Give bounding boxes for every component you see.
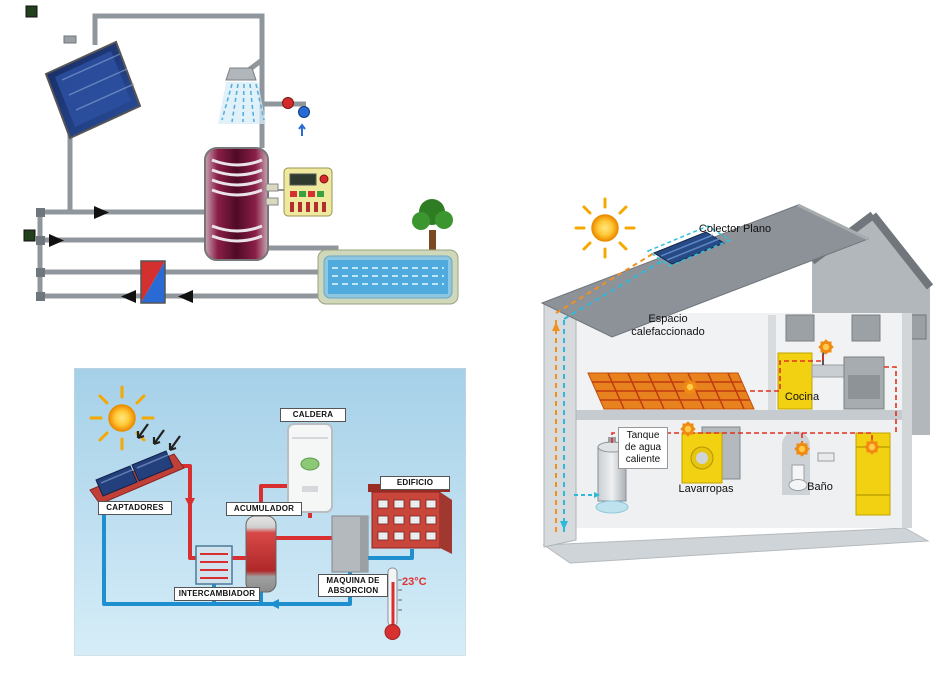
hot-water-dashed-lines [611,353,897,445]
accumulator-tank [245,515,277,593]
toilet-bowl [788,479,808,491]
valve-square-left [23,229,36,242]
collector-supply-dashed-lines [555,252,663,496]
thermometer [384,567,402,640]
solar-water-heating-graphic [23,5,459,305]
heat-point-icons [680,339,880,457]
ground-slab [542,527,930,564]
sink-counter [811,364,845,378]
label-bano: Baño [807,481,833,493]
label-espacio-line2: calefaccionado [631,326,705,339]
label-tanque-line3: caliente [625,454,661,465]
radiant-floor [587,372,755,410]
storage-tank [204,147,279,261]
label-colector-plano: Colector Plano [698,223,772,235]
label-temperature: 23°C [402,576,427,588]
label-maquina-line2: ABSORCION [327,585,379,595]
diagram-solar-water-heating [0,0,470,330]
pump-arrows [49,206,193,303]
refrigerator [777,352,813,410]
lower-coil [211,224,263,243]
bathroom-sink [817,452,835,462]
heat-exchanger [140,260,166,304]
sunlight-arrows [136,423,181,452]
swimming-pool [317,249,459,305]
water-basin [595,500,629,514]
label-acumulador: ACUMULADOR [226,502,302,516]
hot-flow-arrow [185,498,195,508]
label-lavarropas: Lavarropas [678,483,734,495]
label-cocina: Cocina [784,391,820,403]
cold-valve-knob [298,106,310,118]
roof-solar-collector [646,225,732,267]
label-tanque-line2: de agua [624,442,662,453]
cold-water-arrow [298,123,306,136]
toilet-tank [791,464,805,482]
label-espacio-line1: Espacio [648,313,688,325]
kitchen-partition-wall [768,315,776,410]
washing-machine [681,426,741,484]
label-intercambiador: INTERCAMBIADOR [174,587,260,601]
label-tanque-line1: Tanque [626,430,660,441]
wall-cabinet-right [851,314,881,342]
controller-unit [283,167,333,217]
building [368,484,452,554]
controller-display [289,173,317,186]
label-espacio-calefaccionado: Espacio calefaccionado [614,313,722,339]
solar-collectors [89,450,185,505]
boiler-unit [287,423,333,513]
label-captadores: CAPTADORES [98,501,172,515]
absorption-machine [331,515,369,573]
label-caldera: CALDERA [280,408,346,422]
cold-feed-arrow [594,492,600,498]
house-cutaway-graphic [540,197,934,564]
pipe-junctions [36,208,45,301]
floor-slab [575,410,905,420]
left-cut-wall [543,302,577,548]
valve-square-top [25,5,38,18]
diagram-house-cutaway: Colector Plano Espacio calefaccionado Co… [530,195,936,567]
tree [412,199,453,254]
sun-icon [89,385,155,451]
label-maquina-absorcion: MAQUINA DE ABSORCION [318,574,388,598]
label-edificio: EDIFICIO [380,476,450,490]
hot-valve-knob [282,97,294,109]
label-tanque-agua-caliente: Tanque de agua caliente [618,427,668,469]
upper-coil [211,158,263,197]
sun-icon [574,197,636,259]
mixing-valves [282,97,310,136]
kitchen [777,314,885,410]
boiler-display [300,457,320,471]
heat-exchanger-box [195,545,233,585]
cold-flow-arrow [269,599,279,609]
diagram-solar-absorption-system: CAPTADORES INTERCAMBIADOR ACUMULADOR CAL… [73,367,467,657]
label-maquina-line1: MAQUINA DE [326,576,380,585]
pool-water-waves [332,267,444,285]
shower-head [218,67,266,124]
solar-collector-panel [44,35,142,140]
wall-cabinet-left [785,314,815,342]
